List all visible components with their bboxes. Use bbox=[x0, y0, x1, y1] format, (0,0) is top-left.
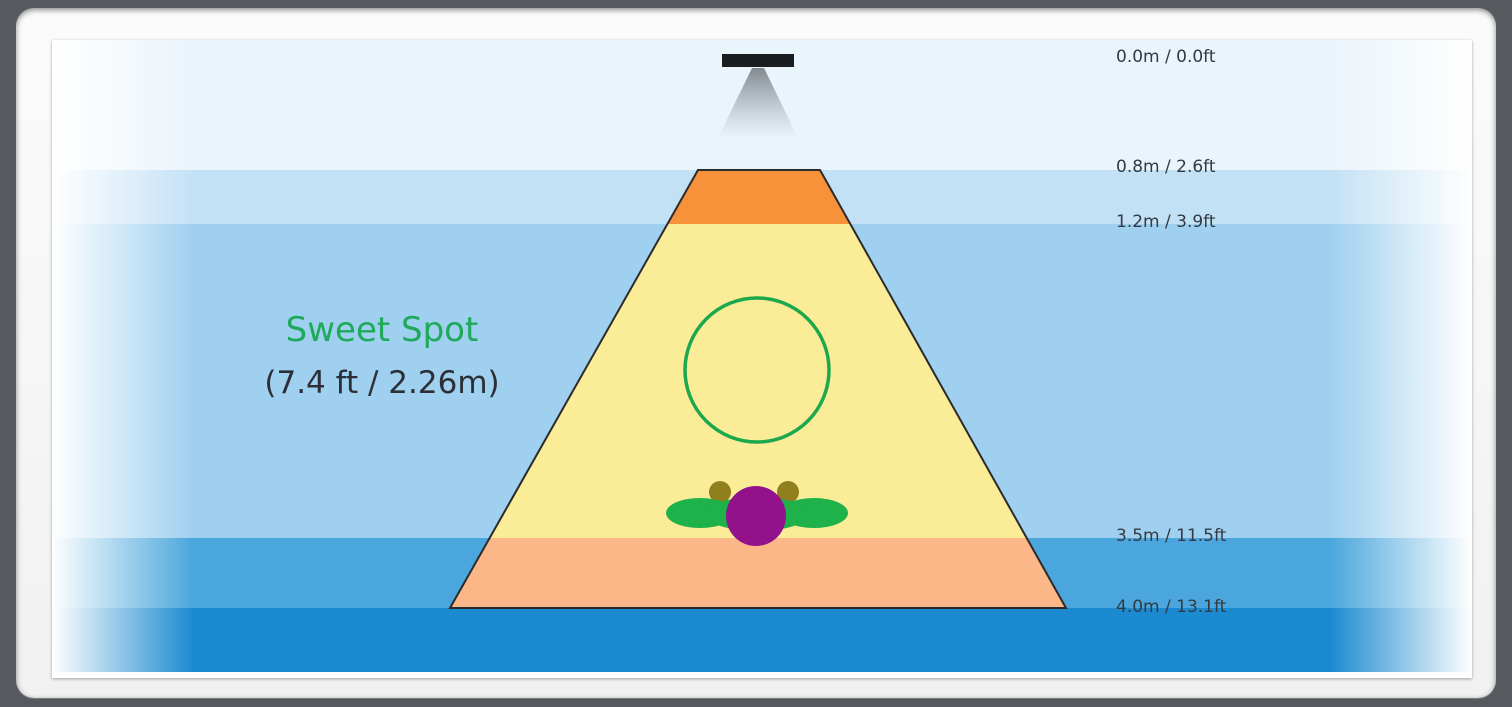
sweet-spot-measurement: (7.4 ft / 2.26m) bbox=[264, 365, 500, 401]
sweet-spot-ring bbox=[683, 296, 831, 444]
person-right-hand bbox=[777, 481, 799, 503]
distance-marker-2: 1.2m / 3.9ft bbox=[1116, 212, 1216, 232]
distance-marker-3: 3.5m / 11.5ft bbox=[1116, 526, 1227, 546]
cone-zone-far bbox=[450, 538, 1066, 608]
sensor-beam bbox=[718, 68, 798, 138]
distance-marker-4: 4.0m / 13.1ft bbox=[1116, 597, 1227, 617]
person-head bbox=[726, 486, 786, 546]
cone-outline bbox=[448, 169, 1068, 609]
person-left-hand bbox=[709, 481, 731, 503]
person-icon bbox=[666, 481, 848, 546]
distance-marker-1: 0.8m / 2.6ft bbox=[1116, 157, 1216, 177]
diagram-canvas bbox=[52, 40, 1472, 678]
sensor-device-icon bbox=[722, 54, 794, 67]
bottom-edge bbox=[52, 672, 1472, 678]
sweet-spot-title: Sweet Spot bbox=[285, 310, 479, 350]
distance-marker-0: 0.0m / 0.0ft bbox=[1116, 47, 1216, 67]
sensor-range-diagram: 0.0m / 0.0ft 0.8m / 2.6ft 1.2m / 3.9ft 3… bbox=[52, 40, 1472, 678]
